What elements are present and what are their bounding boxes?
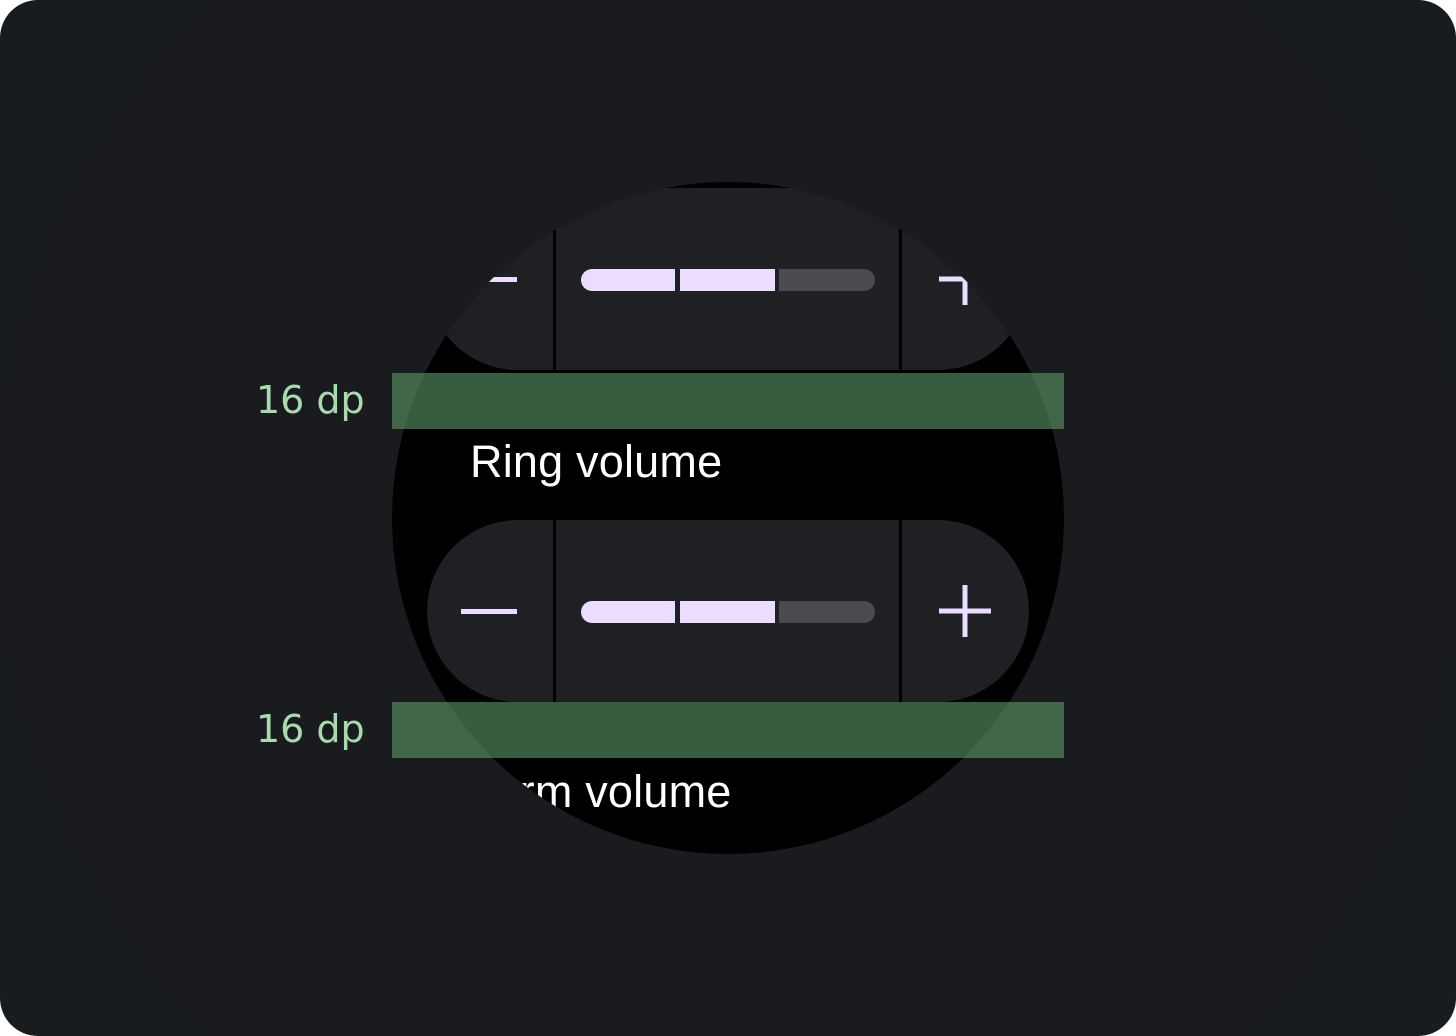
spacing-annotation-label: 16 dp (256, 707, 365, 751)
increase-button[interactable] (903, 188, 1027, 370)
volume-slider-top[interactable] (427, 188, 1029, 370)
divider (899, 188, 902, 370)
decrease-button[interactable] (427, 520, 551, 702)
plus-icon (939, 253, 991, 305)
spacing-annotation-band (392, 702, 1064, 758)
ring-volume-slider[interactable] (427, 520, 1029, 702)
spacing-annotation-band (392, 373, 1064, 429)
spacing-annotation-label: 16 dp (256, 378, 365, 422)
alarm-volume-label: Alarm volume (454, 766, 732, 817)
plus-icon (939, 585, 991, 637)
track-segment-active (680, 269, 775, 291)
divider (553, 188, 556, 370)
divider (899, 520, 902, 702)
track-segment-inactive (779, 269, 875, 291)
minus-icon (461, 277, 517, 282)
ring-volume-label: Ring volume (470, 436, 723, 487)
track-segment-inactive (779, 601, 875, 623)
volume-track[interactable] (581, 601, 875, 623)
volume-track[interactable] (581, 269, 875, 291)
increase-button[interactable] (903, 520, 1027, 702)
track-segment-active (680, 601, 775, 623)
track-segment-active (581, 601, 675, 623)
divider (553, 520, 556, 702)
track-segment-active (581, 269, 675, 291)
minus-icon (461, 609, 517, 614)
decrease-button[interactable] (427, 188, 551, 370)
